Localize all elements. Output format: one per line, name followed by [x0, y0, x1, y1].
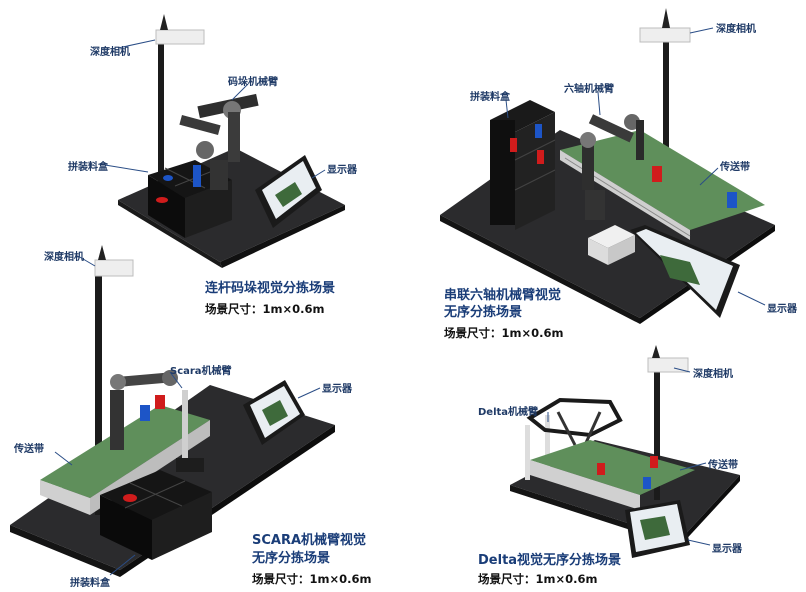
scene-linkage-palletizing: 深度相机 码垛机械臂 拼装料盒 显示器 连杆码垛视觉分拣场景 场景尺寸：1m×0… [0, 0, 400, 316]
label-depth-camera: 深度相机 [716, 24, 756, 35]
scene-delta: 深度相机 Delta机械臂 传送带 显示器 Delta视觉无序分拣场景 场景尺寸… [0, 340, 806, 592]
label-monitor: 显示器 [767, 304, 797, 315]
label-delta-arm: Delta机械臂 [478, 407, 539, 418]
label-depth-camera: 深度相机 [44, 252, 84, 263]
scene-title-line2: 无序分拣场景 [444, 305, 523, 320]
label-scara-arm: Scara机械臂 [170, 366, 232, 377]
scene-title: 连杆码垛视觉分拣场景 [205, 281, 336, 296]
linkage-scene-illustration [104, 14, 345, 268]
label-depth-camera: 深度相机 [90, 47, 130, 58]
scene-size: 场景尺寸：1m×0.6m [205, 302, 325, 316]
six-axis-scene-illustration [440, 8, 775, 324]
label-palletizing-arm: 码垛机械臂 [228, 77, 278, 88]
label-monitor: 显示器 [327, 165, 357, 176]
scene-title-line2: 无序分拣场景 [252, 551, 331, 566]
scene-size: 场景尺寸：1m×0.6m [478, 572, 598, 586]
scara-scene-illustration [10, 245, 335, 577]
scene-size: 场景尺寸：1m×0.6m [444, 326, 564, 340]
label-conveyor: 传送带 [708, 460, 738, 471]
label-monitor: 显示器 [712, 544, 742, 555]
label-conveyor: 传送带 [720, 162, 750, 173]
label-assembly-bin: 拼装料盒 [70, 578, 110, 589]
delta-scene-illustration [510, 345, 740, 558]
label-assembly-bin: 拼装料盒 [68, 162, 108, 173]
scene-title-line1: SCARA机械臂视觉 [252, 533, 367, 548]
scene-scara: 深度相机 Scara机械臂 显示器 传送带 拼装料盒 SCARA机械臂视觉 无序… [0, 240, 400, 592]
label-depth-camera: 深度相机 [693, 369, 733, 380]
label-assembly-bin: 拼装料盒 [470, 92, 510, 103]
label-monitor: 显示器 [322, 384, 352, 395]
scene-size: 场景尺寸：1m×0.6m [252, 572, 372, 586]
label-six-axis-arm: 六轴机械臂 [564, 84, 614, 95]
label-conveyor: 传送带 [14, 444, 44, 455]
scene-title: Delta视觉无序分拣场景 [478, 553, 622, 568]
scene-six-axis: 深度相机 六轴机械臂 拼装料盒 传送带 显示器 串联六轴机械臂视觉 无序分拣场景… [440, 8, 797, 340]
scene-title-line1: 串联六轴机械臂视觉 [444, 288, 562, 303]
